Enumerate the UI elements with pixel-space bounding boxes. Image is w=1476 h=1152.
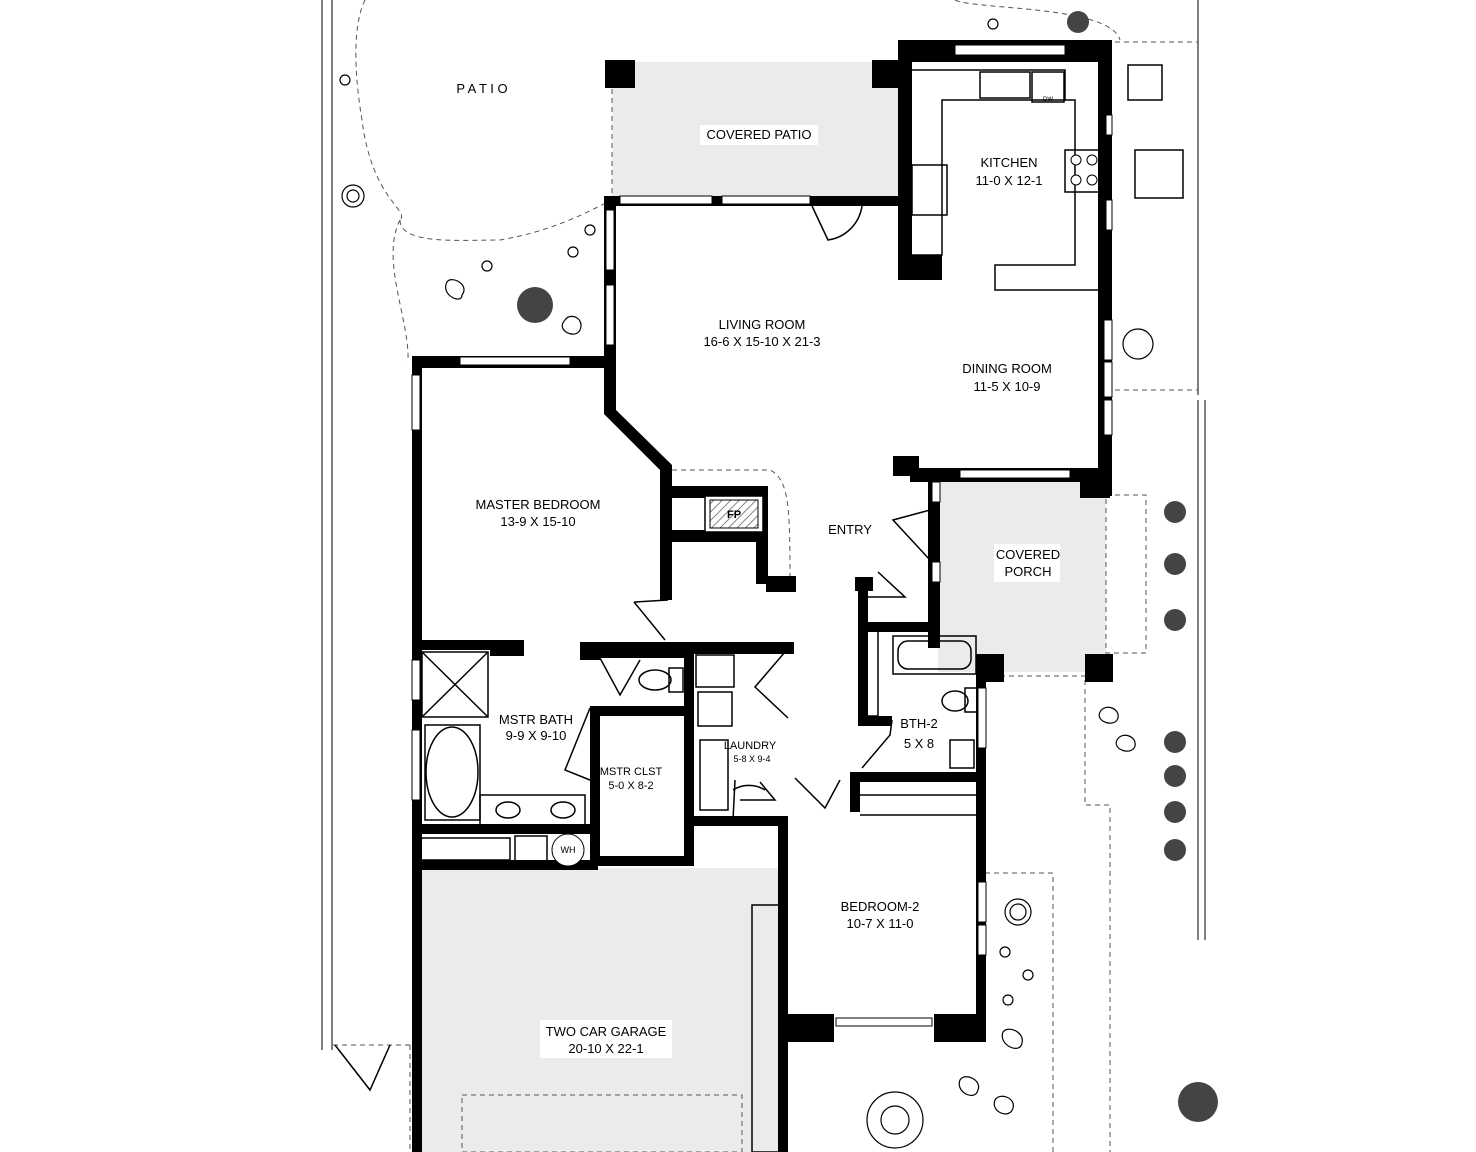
- toilet-icon: [638, 669, 672, 691]
- water-heater-icon: [551, 833, 585, 867]
- tub-icon: [425, 726, 479, 818]
- bedroom2-size: 10-7 X 11-0: [847, 916, 914, 931]
- landscaping: [339, 11, 1218, 1149]
- mstr-bath-size: 9-9 X 9-10: [506, 728, 567, 743]
- flower-icon: [339, 74, 351, 86]
- covered-porch-label-1: COVERED: [996, 547, 1060, 562]
- master-bedroom-size: 13-9 X 15-10: [500, 514, 575, 529]
- garage-area: [420, 868, 782, 1152]
- master-bedroom-label: MASTER BEDROOM: [476, 497, 601, 512]
- shower-icon: [421, 651, 489, 718]
- living-room-size: 16-6 X 15-10 X 21-3: [703, 334, 820, 349]
- patio-label: P A T I O: [456, 81, 507, 96]
- windows: [411, 44, 1113, 1027]
- dining-room-size: 11-5 X 10-9: [974, 379, 1041, 394]
- covered-porch-label-2: PORCH: [1005, 564, 1052, 579]
- garage-label: TWO CAR GARAGE: [546, 1024, 667, 1039]
- kitchen-label: KITCHEN: [980, 155, 1037, 170]
- bth2-size: 5 X 8: [904, 736, 934, 751]
- mstr-bath-label: MSTR BATH: [499, 712, 573, 727]
- covered-patio-label: COVERED PATIO: [707, 127, 812, 142]
- bathtub-icon: [892, 635, 977, 675]
- laundry-size: 5-8 X 9-4: [733, 754, 770, 764]
- mstr-clst-label: MSTR CLST: [600, 766, 663, 778]
- mstr-clst-size: 5-0 X 8-2: [608, 780, 653, 792]
- garage-size: 20-10 X 22-1: [568, 1041, 643, 1056]
- fireplace-label: FP: [727, 509, 741, 521]
- washer-icon: [697, 691, 733, 727]
- dishwasher-label: DW: [1043, 97, 1053, 103]
- cooktop-icon: [1070, 154, 1082, 166]
- bth2-label: BTH-2: [900, 716, 938, 731]
- kitchen-size: 11-0 X 12-1: [976, 173, 1043, 188]
- living-room-label: LIVING ROOM: [719, 317, 806, 332]
- bedroom2-label: BEDROOM-2: [841, 899, 920, 914]
- dining-room-label: DINING ROOM: [962, 361, 1052, 376]
- water-heater-label: WH: [561, 845, 576, 855]
- laundry-label: LAUNDRY: [724, 740, 777, 752]
- shrub-icon: [517, 287, 553, 323]
- fixtures: [419, 69, 1101, 1152]
- entry-label: ENTRY: [828, 522, 872, 537]
- doors: [334, 205, 976, 1092]
